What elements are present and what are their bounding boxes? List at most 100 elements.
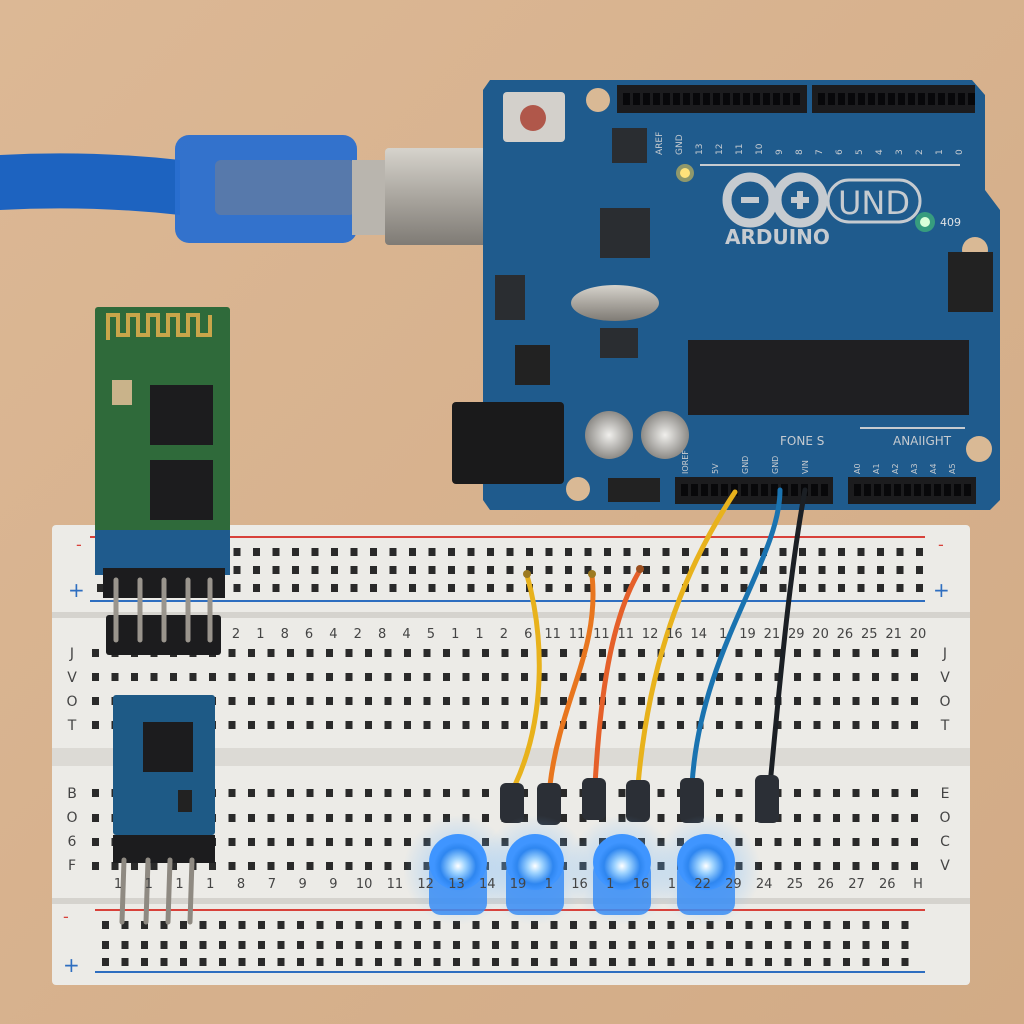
breadboard-hole[interactable]	[911, 814, 918, 822]
breadboard-hole[interactable]	[170, 862, 177, 870]
breadboard-hole[interactable]	[833, 789, 840, 797]
breadboard-hole[interactable]	[423, 814, 431, 822]
breadboard-hole[interactable]	[735, 697, 743, 705]
breadboard-hole[interactable]	[843, 941, 850, 949]
breadboard-hole[interactable]	[189, 673, 197, 681]
breadboard-hole[interactable]	[565, 566, 572, 574]
breadboard-hole[interactable]	[219, 941, 226, 949]
breadboard-hole[interactable]	[160, 958, 168, 966]
breadboard-hole[interactable]	[745, 921, 753, 929]
breadboard-hole[interactable]	[794, 697, 801, 705]
breadboard-hole[interactable]	[813, 673, 821, 681]
reset-button-cap[interactable]	[520, 105, 546, 131]
breadboard-hole[interactable]	[813, 789, 821, 797]
breadboard-hole[interactable]	[701, 584, 709, 592]
breadboard-hole[interactable]	[584, 566, 592, 574]
breadboard-hole[interactable]	[570, 921, 577, 929]
breadboard-hole[interactable]	[423, 697, 431, 705]
breadboard-hole[interactable]	[326, 721, 333, 729]
breadboard-hole[interactable]	[350, 584, 358, 592]
breadboard-hole[interactable]	[228, 673, 236, 681]
breadboard-hole[interactable]	[765, 941, 772, 949]
breadboard-hole[interactable]	[345, 673, 353, 681]
breadboard-hole[interactable]	[696, 649, 704, 657]
breadboard-hole[interactable]	[506, 584, 514, 592]
breadboard-hole[interactable]	[657, 673, 665, 681]
breadboard-hole[interactable]	[813, 838, 821, 846]
breadboard-hole[interactable]	[389, 584, 397, 592]
breadboard-hole[interactable]	[428, 548, 436, 556]
breadboard-hole[interactable]	[911, 649, 918, 657]
breadboard-hole[interactable]	[97, 584, 104, 592]
breadboard-hole[interactable]	[804, 941, 811, 949]
breadboard-hole[interactable]	[482, 789, 489, 797]
breadboard-hole[interactable]	[638, 697, 645, 705]
breadboard-hole[interactable]	[916, 584, 923, 592]
breadboard-hole[interactable]	[394, 941, 402, 949]
breadboard-hole[interactable]	[916, 548, 923, 556]
breadboard-hole[interactable]	[560, 649, 567, 657]
breadboard-hole[interactable]	[721, 584, 728, 592]
breadboard-hole[interactable]	[92, 862, 99, 870]
breadboard-hole[interactable]	[326, 789, 333, 797]
breadboard-hole[interactable]	[492, 941, 499, 949]
breadboard-hole[interactable]	[589, 941, 597, 949]
breadboard-hole[interactable]	[643, 566, 650, 574]
breadboard-hole[interactable]	[901, 921, 909, 929]
breadboard-hole[interactable]	[579, 721, 587, 729]
breadboard-hole[interactable]	[253, 548, 260, 556]
breadboard-hole[interactable]	[267, 862, 275, 870]
breadboard-hole[interactable]	[833, 649, 840, 657]
breadboard-hole[interactable]	[648, 941, 655, 949]
breadboard-hole[interactable]	[521, 649, 528, 657]
breadboard-hole[interactable]	[160, 921, 168, 929]
breadboard-hole[interactable]	[331, 548, 338, 556]
breadboard-hole[interactable]	[755, 838, 762, 846]
breadboard-hole[interactable]	[267, 814, 275, 822]
breadboard-hole[interactable]	[609, 941, 616, 949]
breadboard-hole[interactable]	[102, 941, 109, 949]
breadboard-hole[interactable]	[306, 649, 314, 657]
breadboard-hole[interactable]	[423, 721, 431, 729]
breadboard-hole[interactable]	[540, 697, 548, 705]
breadboard-hole[interactable]	[540, 721, 548, 729]
breadboard-hole[interactable]	[375, 941, 382, 949]
breadboard-hole[interactable]	[384, 814, 392, 822]
breadboard-hole[interactable]	[355, 921, 363, 929]
breadboard-hole[interactable]	[482, 697, 489, 705]
breadboard-hole[interactable]	[740, 548, 748, 556]
breadboard-hole[interactable]	[799, 566, 806, 574]
breadboard-hole[interactable]	[267, 697, 275, 705]
breadboard-hole[interactable]	[618, 721, 626, 729]
breadboard-hole[interactable]	[838, 548, 845, 556]
breadboard-hole[interactable]	[545, 566, 553, 574]
breadboard-hole[interactable]	[472, 921, 480, 929]
breadboard-hole[interactable]	[779, 548, 787, 556]
breadboard-hole[interactable]	[584, 548, 592, 556]
breadboard-hole[interactable]	[365, 721, 372, 729]
breadboard-hole[interactable]	[657, 814, 665, 822]
breadboard-hole[interactable]	[102, 921, 109, 929]
breadboard-hole[interactable]	[584, 584, 592, 592]
breadboard-hole[interactable]	[253, 566, 260, 574]
breadboard-hole[interactable]	[92, 789, 99, 797]
breadboard-hole[interactable]	[560, 789, 567, 797]
breadboard-hole[interactable]	[521, 697, 528, 705]
breadboard-hole[interactable]	[326, 862, 333, 870]
breadboard-hole[interactable]	[570, 958, 577, 966]
breadboard-hole[interactable]	[92, 697, 99, 705]
breadboard-hole[interactable]	[667, 958, 675, 966]
breadboard-hole[interactable]	[740, 566, 748, 574]
breadboard-hole[interactable]	[843, 921, 850, 929]
breadboard-hole[interactable]	[92, 649, 99, 657]
breadboard-hole[interactable]	[579, 814, 587, 822]
breadboard-hole[interactable]	[550, 941, 558, 949]
breadboard-hole[interactable]	[492, 958, 499, 966]
breadboard-hole[interactable]	[706, 941, 714, 949]
breadboard-hole[interactable]	[823, 941, 831, 949]
breadboard-hole[interactable]	[852, 697, 860, 705]
breadboard-hole[interactable]	[404, 814, 411, 822]
breadboard-hole[interactable]	[345, 697, 353, 705]
breadboard-hole[interactable]	[618, 649, 626, 657]
breadboard-hole[interactable]	[540, 673, 548, 681]
